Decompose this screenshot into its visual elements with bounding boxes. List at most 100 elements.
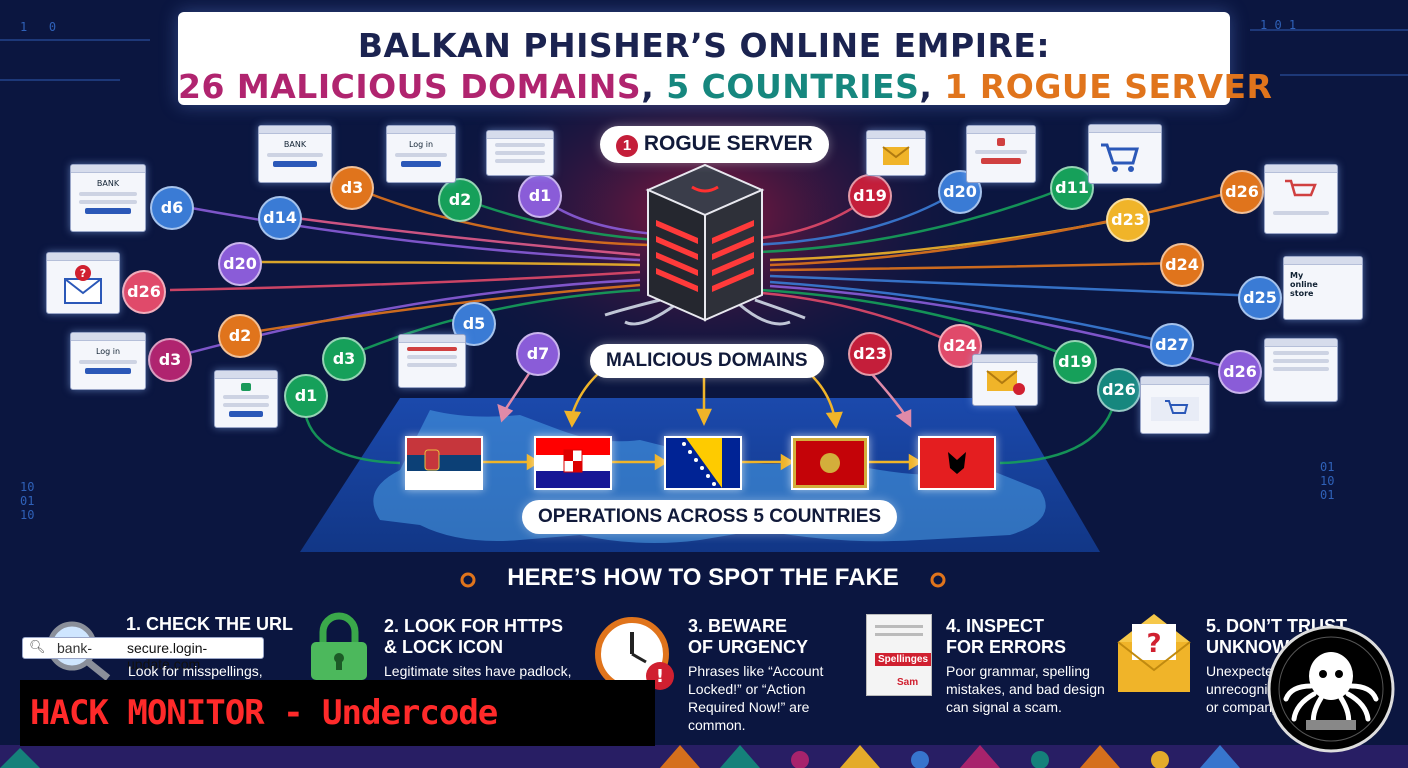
tip-1-title: 1. CHECK THE URL <box>126 614 294 634</box>
doc-error-label: Sam <box>897 677 919 688</box>
envelope-alert-icon: ? <box>64 265 102 304</box>
rogue-server-label: 1 ROGUE SERVER <box>600 126 829 163</box>
domain-node: d26 <box>122 270 166 314</box>
title-separator: , <box>919 67 945 106</box>
albania-flag <box>918 436 996 490</box>
domain-node: d26 <box>1097 368 1141 412</box>
countries-label: OPERATIONS ACROSS 5 COUNTRIES <box>522 500 898 534</box>
window-title: BANK <box>96 179 120 188</box>
binary-decoration: 1 0 1 <box>1260 18 1297 32</box>
tip-1-body: Look for misspellings, <box>128 663 263 679</box>
bosnia-flag <box>664 436 742 490</box>
fake-bank-window <box>214 370 278 428</box>
octopus-logo <box>1267 625 1395 753</box>
server-count-badge: 1 <box>616 135 638 157</box>
domain-node: d2 <box>218 314 262 358</box>
domain-node: d26 <box>1218 350 1262 394</box>
fake-bank-window: BANK <box>70 164 146 232</box>
domain-node: d6 <box>150 186 194 230</box>
url-prefix: bank- <box>57 640 93 656</box>
url-bar: 🔍︎ bank- secure.login-update.com <box>22 637 264 672</box>
heading-decoration <box>460 572 946 588</box>
domain-node: d20 <box>218 242 262 286</box>
cart-icon <box>1285 179 1317 197</box>
doc-error-label: Spellinges <box>875 653 932 666</box>
rogue-server-icon <box>645 163 765 322</box>
window-title: BANK <box>283 140 307 149</box>
svg-text:?: ? <box>80 267 86 280</box>
domain-node: d26 <box>1220 170 1264 214</box>
window-title: My online store <box>1290 271 1318 298</box>
clock-icon: ! <box>595 617 674 691</box>
title-domains: 26 MALICIOUS DOMAINS <box>178 67 642 106</box>
domain-node: d3 <box>322 337 366 381</box>
tip-3-body: Phrases like “Account Locked!” or “Actio… <box>688 663 824 733</box>
phishing-email-window <box>972 354 1038 406</box>
envelope-icon <box>882 146 910 165</box>
url-text: secure.login-update.com <box>127 640 208 672</box>
fake-site-window <box>398 334 466 388</box>
binary-decoration: 1 0 <box>20 20 57 34</box>
domain-node: d7 <box>516 332 560 376</box>
hack-monitor-banner: HACK MONITOR - Undercode <box>20 680 655 746</box>
fake-site-window <box>486 130 554 176</box>
domain-node: d19 <box>848 174 892 218</box>
domain-node: d23 <box>848 332 892 376</box>
tip-2-title-1: 2. LOOK FOR HTTPS <box>384 616 564 636</box>
domain-node: d3 <box>148 338 192 382</box>
envelope-alert-icon <box>986 370 1025 395</box>
phishing-email-window <box>866 130 926 176</box>
padlock-icon <box>311 612 367 680</box>
window-title: Log in <box>95 347 121 356</box>
domain-node: d19 <box>1053 340 1097 384</box>
rogue-server-text: ROGUE SERVER <box>643 132 813 155</box>
domain-node: d1 <box>284 374 328 418</box>
domain-node: d24 <box>1160 243 1204 287</box>
document-icon: Spellinges Sam <box>866 614 932 696</box>
tip-3-title-2: OF URGENCY <box>688 637 809 657</box>
title-line-1: BALKAN PHISHER’S ONLINE EMPIRE: <box>357 26 1051 65</box>
domain-node: d11 <box>1050 166 1094 210</box>
cart-icon <box>1101 143 1139 172</box>
domain-node: d25 <box>1238 276 1282 320</box>
title-panel: BALKAN PHISHER’S ONLINE EMPIRE: 26 MALIC… <box>178 12 1272 106</box>
svg-text:!: ! <box>656 666 664 687</box>
title-line-2: 26 MALICIOUS DOMAINS, 5 COUNTRIES, 1 ROG… <box>178 67 1272 106</box>
domain-node: d23 <box>1106 198 1150 242</box>
domain-node: d3 <box>330 166 374 210</box>
domain-node: d14 <box>258 196 302 240</box>
tip-4-body: Poor grammar, spelling mistakes, and bad… <box>946 663 1105 715</box>
tip-2-body: Legitimate sites have padlock, <box>384 663 572 679</box>
fake-store-window <box>1088 124 1162 184</box>
croatia-flag <box>534 436 612 490</box>
title-countries: 5 COUNTRIES <box>666 67 920 106</box>
malicious-domains-label: MALICIOUS DOMAINS <box>590 344 824 378</box>
montenegro-flag <box>791 436 869 490</box>
fake-store-window <box>1140 376 1210 434</box>
domain-node: d2 <box>438 178 482 222</box>
fake-site-window <box>1264 338 1338 402</box>
spot-fake-heading: HERE’S HOW TO SPOT THE FAKE <box>507 564 899 591</box>
tip-4-title-2: FOR ERRORS <box>946 637 1067 657</box>
window-title: Log in <box>408 140 434 149</box>
tip-4-title-1: 4. INSPECT <box>946 616 1045 636</box>
phishing-email-window: ? <box>46 252 120 314</box>
fake-store-window <box>1264 164 1338 234</box>
domain-node: d1 <box>518 174 562 218</box>
serbia-flag <box>405 436 483 490</box>
fake-login-window: Log in <box>70 332 146 390</box>
domain-node: d27 <box>1150 323 1194 367</box>
fake-bank-window: BANK <box>258 125 332 183</box>
title-server: 1 ROGUE SERVER <box>944 67 1273 106</box>
cart-icon <box>1151 397 1199 421</box>
tip-2-title-2: & LOCK ICON <box>384 637 503 657</box>
envelope-question-icon: ? <box>1117 614 1191 692</box>
fake-login-window <box>966 125 1036 183</box>
fake-store-window: My online store <box>1283 256 1363 320</box>
search-icon: 🔍︎ <box>29 639 46 654</box>
banner-text: HACK MONITOR - Undercode <box>30 693 498 733</box>
title-separator: , <box>641 67 667 106</box>
